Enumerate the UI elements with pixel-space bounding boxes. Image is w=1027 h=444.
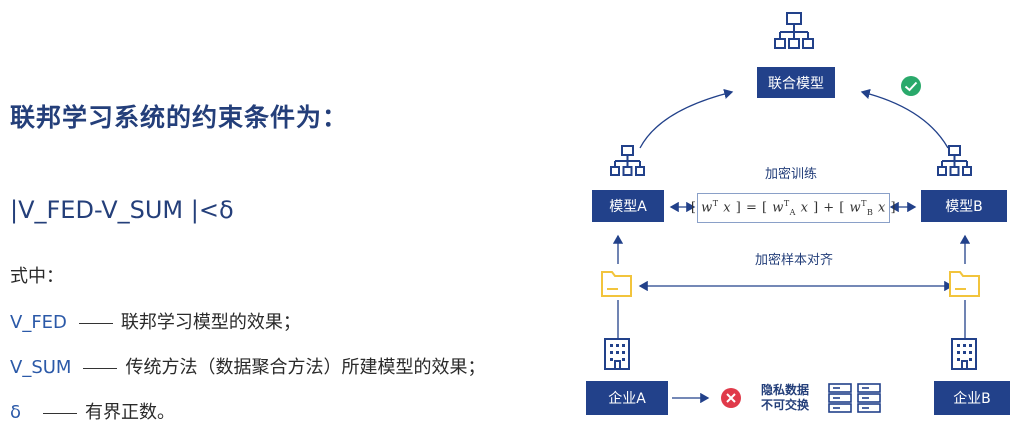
eq-x: x: [800, 200, 809, 216]
folder-icon: [949, 271, 980, 297]
enterprise-b-box: 企业B: [934, 381, 1010, 415]
eq-w: w: [849, 200, 862, 216]
enterprise-a-box: 企业A: [586, 381, 668, 415]
eq-part: [ wT x ] = [ wTA x ] + [ wTB x ]: [690, 199, 897, 217]
folder-icon: [601, 271, 632, 297]
definition-vsum: V_SUM 传统方法（数据聚合方法）所建模型的效果；: [10, 353, 485, 379]
encrypted-training-label: 加密训练: [765, 167, 818, 182]
definition-term: V_SUM: [10, 357, 72, 378]
definition-delta: δ 有界正数。: [10, 398, 175, 424]
constraint-title: 联邦学习系统的约束条件为：: [10, 103, 349, 132]
privacy-line-2: 不可交换: [761, 398, 810, 412]
dash-divider: [78, 322, 113, 324]
eq-t: T: [783, 199, 790, 209]
where-label: 式中：: [10, 266, 64, 287]
network-icon: [774, 12, 814, 49]
arrow-a-to-fed: [639, 88, 734, 149]
eq-w: w: [772, 200, 784, 216]
server-icon: [828, 383, 852, 413]
building-icon: [604, 338, 630, 370]
definition-vfed: V_FED 联邦学习模型的效果；: [10, 308, 301, 334]
building-icon: [951, 338, 977, 370]
dash-divider: [43, 412, 78, 414]
cross-icon: [721, 388, 741, 408]
eq-t: T: [712, 199, 719, 209]
definition-desc: 联邦学习模型的效果；: [120, 312, 301, 333]
network-icon: [937, 145, 972, 176]
server-icon: [857, 383, 881, 413]
network-icon: [610, 145, 645, 176]
eq-w: w: [701, 200, 713, 216]
gradient-equation: [ wT x ] = [ wTA x ] + [ wTB x ]: [691, 193, 896, 223]
encrypted-alignment-label: 加密样本对齐: [755, 253, 834, 268]
definition-term: V_FED: [10, 312, 67, 333]
model-b-box: 模型B: [921, 190, 1007, 222]
eq-x: x: [723, 200, 732, 216]
privacy-note: 隐私数据 不可交换: [761, 383, 809, 413]
arrow-b-to-fed: [860, 88, 949, 149]
privacy-line-1: 隐私数据: [761, 383, 810, 397]
definition-desc: 有界正数。: [85, 402, 176, 423]
dash-divider: [83, 367, 118, 369]
eq-a: A: [789, 207, 796, 217]
model-a-box: 模型A: [592, 190, 664, 222]
constraint-formula: |V_FED-V_SUM |<δ: [10, 196, 234, 224]
federated-model-box: 联合模型: [757, 67, 835, 98]
definition-desc: 传统方法（数据聚合方法）所建模型的效果；: [125, 357, 486, 378]
eq-t: T: [861, 199, 867, 209]
check-icon: [901, 76, 921, 96]
definition-term: δ: [10, 402, 22, 423]
eq-b: B: [867, 207, 874, 217]
eq-x: x: [878, 200, 886, 216]
